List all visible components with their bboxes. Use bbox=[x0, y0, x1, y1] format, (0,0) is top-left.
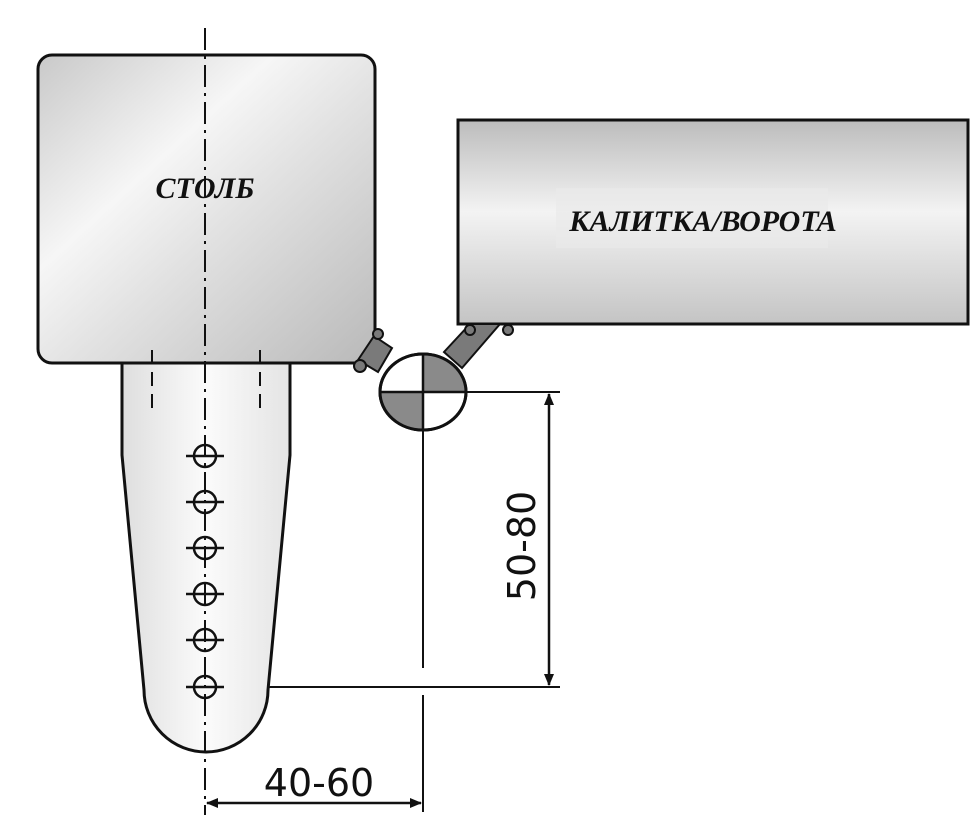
dimension-label-vertical: 50-80 bbox=[500, 491, 544, 601]
post-block bbox=[36, 53, 377, 365]
hinge-arm-post-side bbox=[353, 328, 394, 374]
mounting-holes bbox=[186, 443, 224, 700]
hinge-arm-gate-side bbox=[442, 323, 514, 370]
dimension-label-horizontal: 40-60 bbox=[264, 761, 374, 805]
gate-label: КАЛИТКА/ВОРОТА bbox=[568, 205, 837, 238]
post-label: СТОЛБ bbox=[156, 172, 255, 205]
hinge-pivot bbox=[378, 352, 468, 432]
gate-label-highlight bbox=[556, 188, 828, 248]
